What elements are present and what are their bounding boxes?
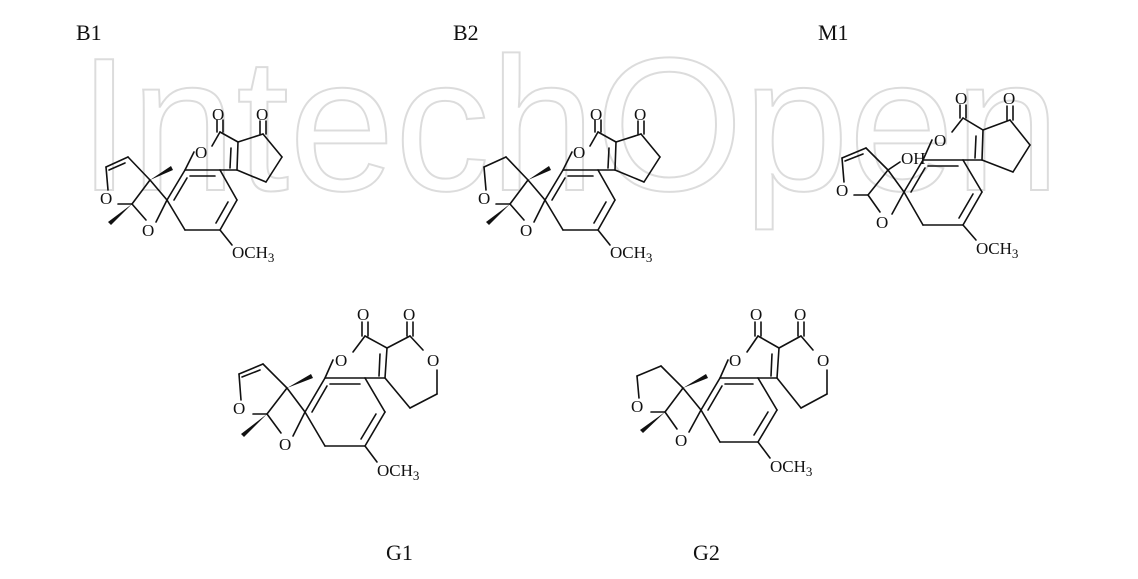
atom-o-lactone: O xyxy=(729,351,741,370)
atom-o-carbonyl-1: O xyxy=(750,305,762,324)
atom-o-furan-2: O xyxy=(279,435,291,454)
structure-m1: O O O OH O O OCH3 xyxy=(836,89,1031,261)
atom-o-furan-2: O xyxy=(675,431,687,450)
label-b1: B1 xyxy=(76,20,102,45)
structure-g1: O O O O O O OCH3 xyxy=(233,305,439,483)
label-m1: M1 xyxy=(818,20,849,45)
atom-hydroxyl: OH xyxy=(901,149,926,168)
atom-methoxy: OCH3 xyxy=(976,239,1018,261)
atom-o-ketone: O xyxy=(634,105,646,124)
atom-o-ring: O xyxy=(817,351,829,370)
atom-o-furan-1: O xyxy=(631,397,643,416)
atom-o-lactone: O xyxy=(934,131,946,150)
atom-o-lactone: O xyxy=(195,143,207,162)
watermark-text: IntechOpen xyxy=(78,19,1060,231)
atom-o-carbonyl-2: O xyxy=(403,305,415,324)
structure-b1: O O O O O OCH3 xyxy=(100,105,283,265)
atom-o-furan-2: O xyxy=(520,221,532,240)
label-b2: B2 xyxy=(453,20,479,45)
atom-methoxy: OCH3 xyxy=(232,243,274,265)
atom-o-furan-1: O xyxy=(233,399,245,418)
atom-o-furan-2: O xyxy=(142,221,154,240)
atom-o-carbonyl: O xyxy=(955,89,967,108)
label-g1: G1 xyxy=(386,540,413,565)
atom-o-ring: O xyxy=(427,351,439,370)
atom-o-furan-1: O xyxy=(836,181,848,200)
atom-o-furan-1: O xyxy=(478,189,490,208)
atom-o-carbonyl: O xyxy=(212,105,224,124)
atom-methoxy: OCH3 xyxy=(770,457,812,479)
atom-o-furan-1: O xyxy=(100,189,112,208)
atom-methoxy: OCH3 xyxy=(610,243,652,265)
atom-o-furan-2: O xyxy=(876,213,888,232)
structure-b2: O O O O O OCH3 xyxy=(478,105,661,265)
atom-o-ketone: O xyxy=(1003,89,1015,108)
atom-o-carbonyl-2: O xyxy=(794,305,806,324)
atom-o-lactone: O xyxy=(573,143,585,162)
atom-o-carbonyl-1: O xyxy=(357,305,369,324)
atom-o-ketone: O xyxy=(256,105,268,124)
atom-o-lactone: O xyxy=(335,351,347,370)
atom-methoxy: OCH3 xyxy=(377,461,419,483)
structure-g2: O O O O O O OCH3 xyxy=(631,305,829,479)
label-g2: G2 xyxy=(693,540,720,565)
atom-o-carbonyl: O xyxy=(590,105,602,124)
